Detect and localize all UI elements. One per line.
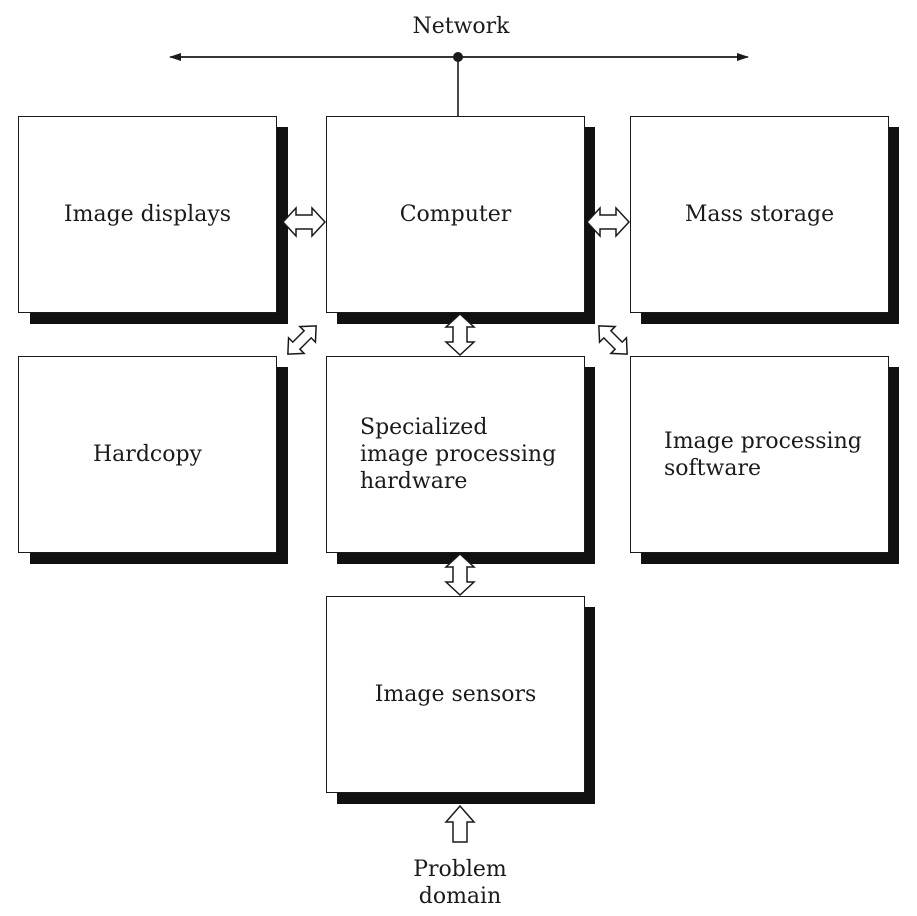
software-line-1: Image processing [664, 428, 862, 454]
software-label: Image processing software [664, 428, 862, 482]
image-displays-line-1: Image displays [63, 202, 232, 227]
specialized-hardware-box: Specialized image processing hardware [326, 356, 585, 553]
problem-domain-line-1: Problem [413, 857, 507, 882]
mass-storage-line-1: Mass storage [684, 202, 835, 227]
network-label: Network [412, 14, 510, 39]
diagonal-arrow-computer-software [598, 325, 628, 355]
problem-domain-line-2: domain [418, 884, 502, 909]
software-box: Image processing software [630, 356, 889, 553]
software-line-2: software [664, 455, 762, 481]
specialized-hardware-line-1: Specialized [360, 415, 488, 440]
image-sensors-box: Image sensors [326, 596, 585, 793]
computer-line-1: Computer [399, 202, 512, 227]
specialized-hardware-label: Specialized image processing hardware [360, 414, 556, 495]
double-arrow-displays-computer [281, 206, 327, 238]
image-sensors-line-1: Image sensors [374, 682, 537, 707]
specialized-hardware-line-2: image processing [360, 442, 557, 467]
image-displays-box: Image displays [18, 116, 277, 313]
up-arrow-problem-sensors [444, 804, 476, 843]
problem-domain-label: Problem domain [390, 856, 530, 910]
image-sensors-label: Image sensors [375, 681, 537, 708]
diagonal-arrow-hardcopy-computer [287, 325, 317, 355]
specialized-hardware-line-3: hardware [360, 469, 468, 494]
double-arrow-hardware-sensors [444, 552, 476, 597]
hardcopy-label: Hardcopy [93, 441, 202, 468]
image-displays-label: Image displays [64, 201, 231, 228]
mass-storage-box: Mass storage [630, 116, 889, 313]
double-arrow-computer-hardware [444, 312, 476, 357]
computer-box: Computer [326, 116, 585, 313]
double-arrow-computer-storage [585, 206, 631, 238]
hardcopy-box: Hardcopy [18, 356, 277, 553]
mass-storage-label: Mass storage [685, 201, 834, 228]
hardcopy-line-1: Hardcopy [93, 442, 202, 467]
computer-label: Computer [400, 201, 512, 228]
